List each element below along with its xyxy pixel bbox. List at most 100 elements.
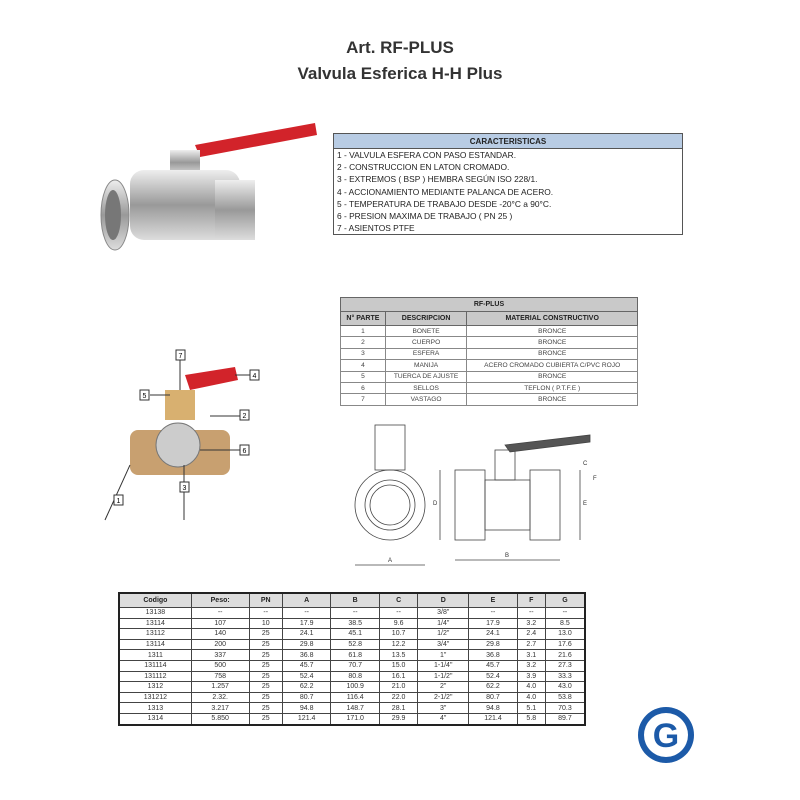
dimensions-cell: 3.1 [516, 649, 546, 661]
dim-label-c: C [583, 461, 588, 467]
parts-cell: VASTAGO [384, 393, 468, 406]
dimensions-cell: 1312 [118, 681, 192, 693]
dimensions-cell: 10 [248, 617, 283, 630]
dimensions-cell: 25 [248, 628, 283, 640]
dimensions-cell: 25 [248, 659, 283, 672]
dimensions-cell: 2.4 [516, 628, 546, 640]
dimensions-cell: 3.2 [516, 659, 546, 672]
dimensions-cell: 36.8 [281, 649, 332, 661]
dimensions-cell: 13114 [118, 638, 192, 651]
dimensions-cell: 13114 [118, 617, 192, 630]
col-header: B [330, 592, 380, 608]
dimensions-cell: 80.8 [330, 670, 380, 683]
logo-letter: G [653, 717, 679, 755]
dim-label-d: D [433, 501, 438, 507]
dimensions-cell: 80.7 [281, 691, 332, 704]
characteristic-text: 7 - ASIENTOS PTFE [333, 222, 683, 235]
characteristic-item: 7 - ASIENTOS PTFE [333, 222, 683, 235]
parts-cell: 7 [340, 393, 386, 406]
dimensions-cell: 61.8 [330, 649, 380, 661]
parts-cell: 5 [340, 370, 386, 383]
dimensions-cell: 4.0 [516, 691, 546, 704]
col-header: C [378, 592, 419, 608]
dimensions-cell: 52.8 [330, 638, 380, 651]
dimensions-cell: 25 [248, 670, 283, 683]
dim-label-f: F [593, 476, 597, 482]
dimensions-cell: 2.32. [190, 691, 250, 704]
dimensions-cell: 171.0 [330, 712, 380, 726]
characteristic-text: 3 - EXTREMOS ( BSP ) HEMBRA SEGÚN ISO 22… [333, 173, 683, 186]
dimensions-cell: -- [378, 607, 419, 619]
dimensions-cell: -- [516, 607, 546, 619]
dimensions-cell: 45.1 [330, 628, 380, 640]
dimensions-cell: -- [330, 607, 380, 619]
callout-1: 1 [117, 498, 121, 505]
characteristics-table: CARACTERISTICAS 1 - VALVULA ESFERA CON P… [333, 133, 683, 236]
dimensions-cell: 45.7 [468, 659, 518, 672]
dimensions-cell: 94.8 [281, 702, 332, 714]
characteristics-title: CARACTERISTICAS [333, 133, 683, 149]
dimensions-cell: 121.4 [281, 712, 332, 726]
dimensions-cell: 3.9 [516, 670, 546, 683]
parts-cell: BRONCE [466, 347, 638, 361]
dimensions-cell: 29.8 [281, 638, 332, 651]
dimensions-cell: 33.3 [544, 670, 586, 683]
dimensions-cell: 25 [248, 702, 283, 714]
dimensions-cell: 70.7 [330, 659, 380, 672]
parts-title: RF-PLUS [340, 297, 638, 312]
dimensions-cell: 8.5 [544, 617, 586, 630]
dimensions-cell: 1/4" [417, 617, 470, 630]
dimensions-cell: 52.4 [281, 670, 332, 683]
dimensions-cell: 70.3 [544, 702, 586, 714]
dimensions-cell: 13.0 [544, 628, 586, 640]
col-header: MATERIAL CONSTRUCTIVO [466, 311, 638, 326]
dimensions-cell: 2.7 [516, 638, 546, 651]
dimensions-cell: 1" [417, 649, 470, 661]
parts-cell: ESFERA [384, 347, 468, 361]
dimensions-cell: 27.3 [544, 659, 586, 672]
dimensions-cell: 1314 [118, 712, 192, 726]
dimensions-cell: 24.1 [468, 628, 518, 640]
brand-logo: G [638, 707, 694, 763]
dimensions-cell: 3/8" [417, 607, 470, 619]
parts-cell: BRONCE [466, 370, 638, 383]
characteristic-text: 5 - TEMPERATURA DE TRABAJO DESDE -20°C a… [333, 197, 683, 210]
parts-cell: CUERPO [384, 336, 468, 349]
product-title: Valvula Esferica H-H Plus [297, 64, 503, 83]
dimensions-cell: 107 [190, 617, 250, 630]
col-header: D [417, 592, 470, 608]
dimensions-cell: 500 [190, 659, 250, 672]
dim-label-e: E [583, 501, 587, 507]
dimensions-cell: 3/4" [417, 638, 470, 651]
col-header: F [516, 592, 546, 608]
dimensions-cell: 131112 [118, 670, 192, 683]
dimensions-cell: 25 [248, 638, 283, 651]
parts-cell: 6 [340, 381, 386, 395]
dimensions-cell: 43.0 [544, 681, 586, 693]
dimensions-cell: 94.8 [468, 702, 518, 714]
dimensions-cell: -- [468, 607, 518, 619]
dimensions-cell: 62.2 [281, 681, 332, 693]
dimensions-cell: 1-1/2" [417, 670, 470, 683]
characteristic-item: 3 - EXTREMOS ( BSP ) HEMBRA SEGÚN ISO 22… [333, 173, 683, 186]
dimensions-cell: 200 [190, 638, 250, 651]
dimensions-cell: 62.2 [468, 681, 518, 693]
parts-cell: BRONCE [466, 336, 638, 349]
characteristic-text: 6 - PRESION MAXIMA DE TRABAJO ( PN 25 ) [333, 209, 683, 223]
parts-cell: TEFLON ( P.T.F.E ) [466, 381, 638, 395]
col-header: PN [248, 592, 283, 608]
dimensions-cell: 3.217 [190, 702, 250, 714]
characteristic-text: 2 - CONSTRUCCION EN LATON CROMADO. [333, 161, 683, 174]
dimensions-cell: 2" [417, 681, 470, 693]
col-header: Peso: [190, 592, 250, 608]
